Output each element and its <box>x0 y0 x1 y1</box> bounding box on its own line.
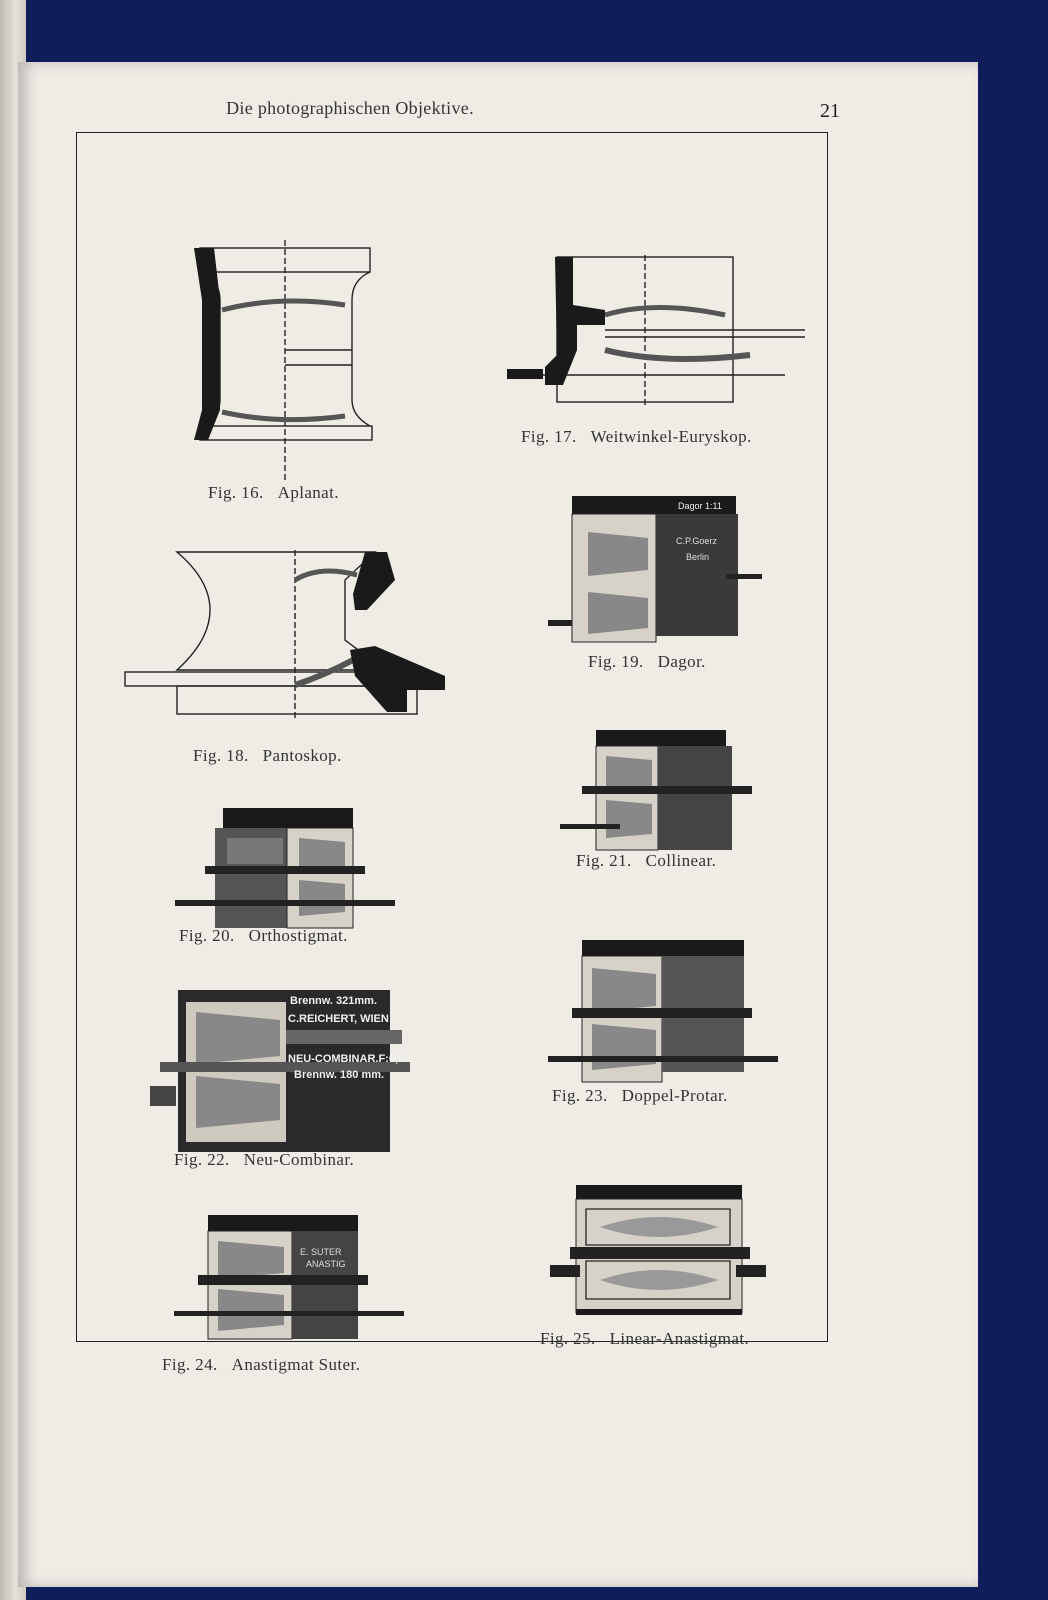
suter-engraving-line-1: E. SUTER <box>300 1247 342 1257</box>
caption-fig22: Fig. 22. Neu-Combinar. <box>174 1150 354 1170</box>
figure-number: Fig. 21. <box>576 851 632 870</box>
caption-fig23: Fig. 23. Doppel-Protar. <box>552 1086 728 1106</box>
caption-fig16: Fig. 16. Aplanat. <box>208 483 339 503</box>
page-number: 21 <box>820 100 840 122</box>
figure-name: Anastigmat Suter. <box>231 1355 361 1374</box>
figure-number: Fig. 16. <box>208 483 264 502</box>
caption-fig25: Fig. 25. Linear-Anastigmat. <box>540 1329 749 1349</box>
linear-anastigmat-lens-diagram <box>550 1185 766 1315</box>
figure-name: Orthostigmat. <box>248 926 348 945</box>
figure-name: Weitwinkel-Euryskop. <box>590 427 752 446</box>
collinear-lens-diagram <box>560 730 752 851</box>
dagor-lens-diagram: Dagor 1:11 C.P.Goerz Berlin <box>548 496 762 643</box>
figure-neu-combinar: Brennw. 321mm. C.REICHERT, WIEN NEU-COMB… <box>150 990 420 1180</box>
caption-fig19: Fig. 19. Dagor. <box>588 652 706 672</box>
caption-fig18: Fig. 18. Pantoskop. <box>193 746 342 766</box>
figure-orthostigmat: Fig. 20. Orthostigmat. <box>175 808 415 968</box>
figure-name: Linear-Anastigmat. <box>609 1329 750 1348</box>
figure-number: Fig. 18. <box>193 746 249 765</box>
running-head: Die photographischen Objektive. <box>226 98 474 118</box>
figure-number: Fig. 17. <box>521 427 577 446</box>
figure-name: Aplanat. <box>277 483 339 502</box>
dagor-engraving-line-2: C.P.Goerz <box>676 536 717 546</box>
suter-lens-diagram: E. SUTER ANASTIG <box>174 1215 404 1340</box>
figure-collinear: Fig. 21. Collinear. <box>560 730 780 890</box>
figure-aplanat: Fig. 16. Aplanat. <box>180 240 400 502</box>
suter-engraving-line-2: ANASTIG <box>306 1259 346 1269</box>
caption-fig17: Fig. 17. Weitwinkel-Euryskop. <box>521 427 752 447</box>
figure-number: Fig. 23. <box>552 1086 608 1105</box>
caption-fig24: Fig. 24. Anastigmat Suter. <box>162 1355 360 1375</box>
figure-name: Doppel-Protar. <box>621 1086 728 1105</box>
figure-number: Fig. 22. <box>174 1150 230 1169</box>
figure-number: Fig. 25. <box>540 1329 596 1348</box>
combinar-engraving-line-1: Brennw. 321mm. <box>290 995 377 1007</box>
figure-number: Fig. 24. <box>162 1355 218 1374</box>
caption-fig21: Fig. 21. Collinear. <box>576 851 716 871</box>
pantoskop-lens-diagram <box>124 550 445 720</box>
figure-number: Fig. 20. <box>179 926 235 945</box>
figure-plate <box>76 132 828 1342</box>
figure-dagor: Dagor 1:11 C.P.Goerz Berlin Fig. 19. Dago… <box>548 492 778 682</box>
figure-number: Fig. 19. <box>588 652 644 671</box>
figure-pantoskop: Fig. 18. Pantoskop. <box>124 550 465 775</box>
figure-name: Neu-Combinar. <box>243 1150 355 1169</box>
aplanat-lens-diagram <box>194 240 373 480</box>
figure-name: Pantoskop. <box>262 746 342 765</box>
euryskop-lens-diagram <box>507 255 805 405</box>
dagor-engraving-line-3: Berlin <box>686 552 709 562</box>
dagor-engraving-line-1: Dagor 1:11 <box>678 501 722 511</box>
figure-doppel-protar: Fig. 23. Doppel-Protar. <box>548 940 788 1130</box>
combinar-engraving-line-4: Brennw. 180 mm. <box>294 1069 384 1081</box>
book-page <box>18 62 978 1587</box>
neu-combinar-lens-diagram: Brennw. 321mm. C.REICHERT, WIEN NEU-COMB… <box>150 990 410 1152</box>
doppel-protar-lens-diagram <box>548 940 778 1083</box>
combinar-engraving-line-3: NEU-COMBINAR.F:6,3 <box>288 1053 404 1065</box>
figure-name: Dagor. <box>657 652 706 671</box>
figure-anastigmat-suter: E. SUTER ANASTIG Fig. 24. Anastigmat Sute… <box>160 1215 420 1395</box>
figure-linear-anastigmat: Fig. 25. Linear-Anastigmat. <box>540 1185 800 1380</box>
caption-fig20: Fig. 20. Orthostigmat. <box>179 926 348 946</box>
figure-weitwinkel-euryskop: Fig. 17. Weitwinkel-Euryskop. <box>505 255 805 455</box>
combinar-engraving-line-2: C.REICHERT, WIEN <box>288 1013 389 1025</box>
figure-name: Collinear. <box>645 851 717 870</box>
orthostigmat-lens-diagram <box>175 808 395 929</box>
